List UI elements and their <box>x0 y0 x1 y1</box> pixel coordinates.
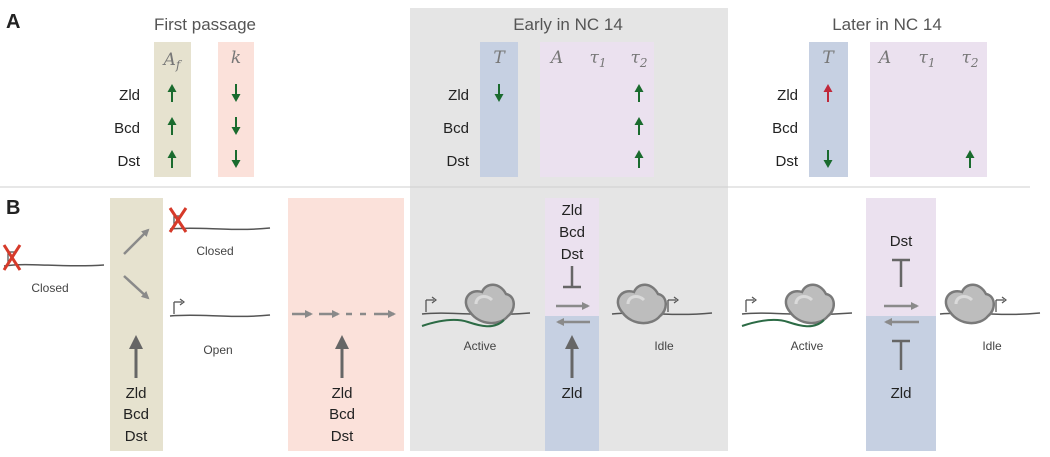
k-regulator-bcd: Bcd <box>329 406 355 423</box>
fp-regulator-dst: Dst <box>125 428 148 445</box>
active-label-later: Active <box>791 339 824 353</box>
early-bottom-box <box>545 316 599 451</box>
later-inhibition-symbol-bottom <box>892 339 910 370</box>
arrow-up-icon <box>634 150 644 168</box>
row-label-dst-later: Dst <box>776 153 799 170</box>
arrow-down-icon <box>231 117 241 135</box>
section-title-early-nc14: Early in NC 14 <box>513 15 623 34</box>
arrow-up-icon <box>167 150 177 168</box>
section-title-first-passage: First passage <box>154 15 256 34</box>
idle-label-later: Idle <box>982 339 1002 353</box>
early-top-regulator-dst: Dst <box>561 246 584 263</box>
closed-label-left: Closed <box>31 281 68 295</box>
row-label-bcd-later: Bcd <box>772 120 798 137</box>
param-a-later: A <box>877 48 891 68</box>
early-top-regulator-zld: Zld <box>562 202 583 219</box>
arrow-up-icon <box>634 84 644 102</box>
arrow-to-open <box>123 275 150 300</box>
param-t-later: T <box>822 48 835 68</box>
active-polymerase-early <box>421 283 531 328</box>
arrow-down-icon <box>823 150 833 168</box>
early-top-regulator-bcd: Bcd <box>559 224 585 241</box>
k-steps-region <box>288 198 404 451</box>
arrow-up-icon <box>167 84 177 102</box>
early-top-box <box>545 198 599 316</box>
closed-dna-right <box>169 215 271 231</box>
panel-label-a: A <box>6 11 20 33</box>
active-polymerase-later <box>741 283 853 328</box>
early-bottom-regulator: Zld <box>562 385 583 402</box>
arrow-up-icon <box>823 84 833 102</box>
arrow-down-icon <box>494 84 504 102</box>
row-label-dst-fp: Dst <box>118 153 141 170</box>
arrow-up-icon <box>167 117 177 135</box>
early-t-column-box <box>480 42 518 177</box>
row-label-zld-later: Zld <box>777 87 798 104</box>
later-bottom-box <box>866 316 936 451</box>
open-label: Open <box>203 343 232 357</box>
arrow-up-icon <box>634 117 644 135</box>
arrow-to-closed <box>123 228 150 255</box>
active-label-early: Active <box>464 339 497 353</box>
row-label-dst-early: Dst <box>447 153 470 170</box>
fp-regulator-zld: Zld <box>126 385 147 402</box>
row-label-bcd-early: Bcd <box>443 120 469 137</box>
cross-icon <box>168 207 188 233</box>
early-a-tau-box <box>540 42 654 177</box>
early-inhibition-symbol <box>563 266 581 289</box>
cross-icon <box>2 244 22 271</box>
arrow-down-icon <box>231 84 241 102</box>
param-k: k <box>231 48 241 68</box>
arrow-down-icon <box>231 150 241 168</box>
closed-dna-left <box>3 251 105 267</box>
later-inhibition-symbol-top <box>892 258 910 287</box>
row-label-bcd-fp: Bcd <box>114 120 140 137</box>
row-label-zld-fp: Zld <box>119 87 140 104</box>
param-t-early: T <box>493 48 506 68</box>
param-a-early: A <box>549 48 563 68</box>
k-regulator-dst: Dst <box>331 428 354 445</box>
arrow-up-icon <box>965 150 975 168</box>
row-label-zld-early: Zld <box>448 87 469 104</box>
section-title-later-nc14: Later in NC 14 <box>832 15 942 34</box>
fp-regulator-bcd: Bcd <box>123 406 149 423</box>
closed-label-right: Closed <box>196 244 233 258</box>
k-regulator-zld: Zld <box>332 385 353 402</box>
open-dna <box>169 298 271 318</box>
later-bottom-regulator: Zld <box>891 385 912 402</box>
idle-polymerase-later <box>939 283 1041 325</box>
later-top-box <box>866 198 936 316</box>
effect-arrows <box>167 84 975 168</box>
idle-label-early: Idle <box>654 339 674 353</box>
idle-polymerase-early <box>611 283 713 325</box>
panel-label-b: B <box>6 197 20 219</box>
later-top-regulator: Dst <box>890 233 913 250</box>
